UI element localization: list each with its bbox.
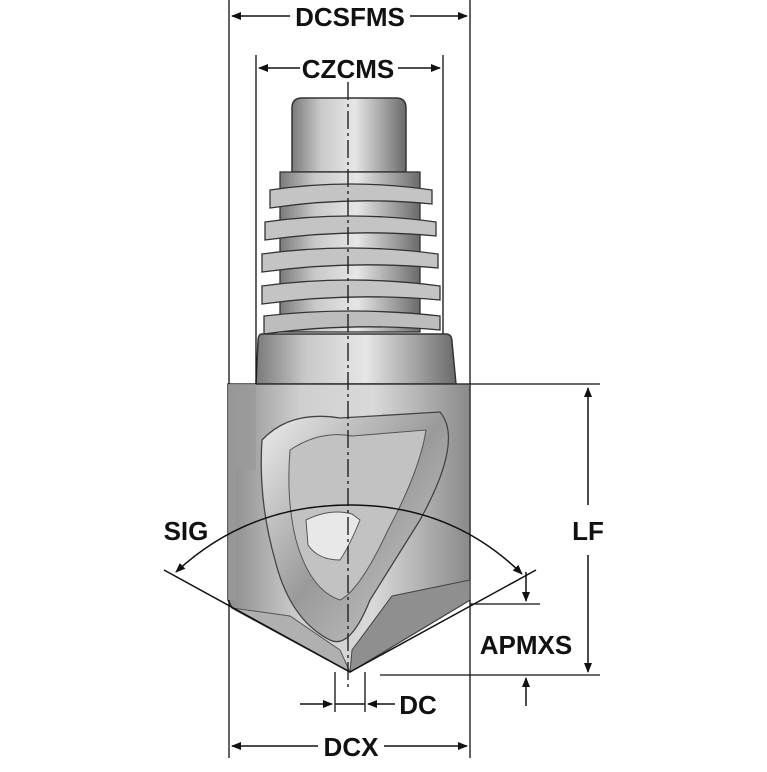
head-left-face [228, 384, 256, 600]
tool-body [227, 97, 471, 674]
dim-sig [163, 504, 537, 673]
thread-section [261, 171, 441, 335]
flute-core [305, 511, 361, 561]
chamfer-facet-right [349, 579, 471, 673]
extension-lines [228, 0, 600, 758]
pilot-cylinder [291, 97, 407, 173]
label-sig: SIG [164, 516, 209, 546]
label-apmxs: APMXS [480, 630, 572, 660]
collar [255, 333, 457, 385]
label-dc: DC [399, 690, 437, 720]
label-lf: LF [572, 516, 604, 546]
label-czcms: CZCMS [302, 54, 394, 84]
label-dcx: DCX [324, 732, 380, 762]
label-dcsfms: DCSFMS [295, 2, 405, 32]
